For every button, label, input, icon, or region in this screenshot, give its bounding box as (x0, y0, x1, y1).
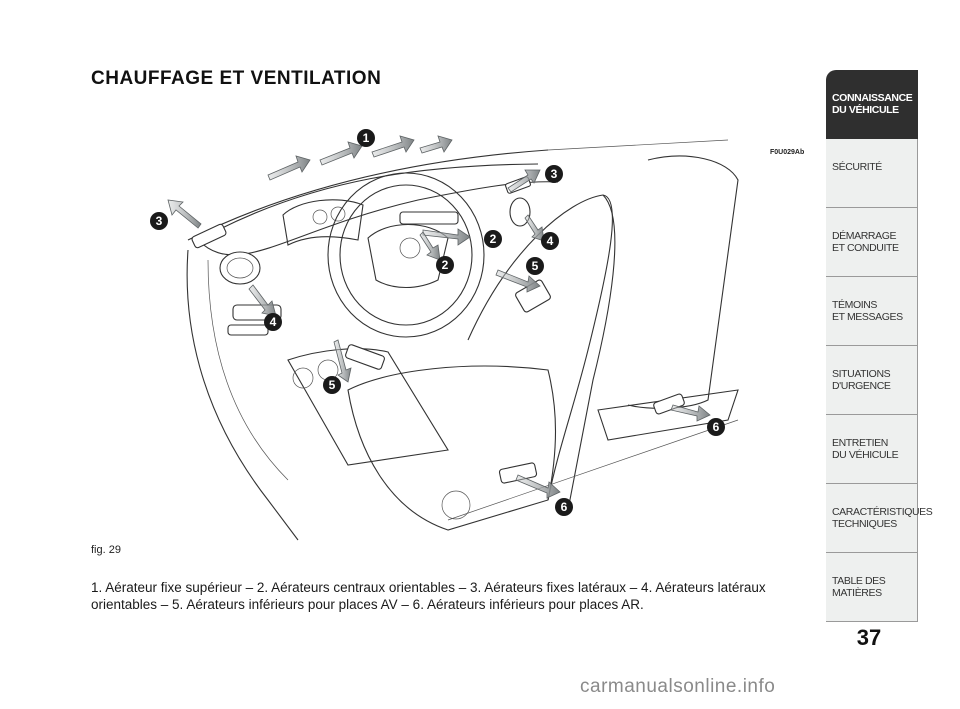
callout-1-top: 1 (357, 129, 375, 147)
callout-4-right: 4 (541, 232, 559, 250)
floor-sill (447, 419, 739, 521)
tab-entretien-du-vehicule[interactable]: ENTRETIEN DU VÉHICULE (826, 415, 918, 484)
seat-back-left (467, 194, 613, 501)
gauge-2 (330, 206, 346, 222)
callout-3-right: 3 (545, 165, 563, 183)
tab-caracteristiques-techniques[interactable]: CARACTÉRISTIQUES TECHNIQUES (826, 484, 933, 553)
svg-text:2: 2 (490, 232, 497, 246)
svg-text:3: 3 (156, 214, 163, 228)
svg-text:4: 4 (547, 234, 554, 248)
rear-seat-back (627, 155, 739, 409)
door-edge (186, 249, 299, 541)
airflow-arrow-central-1 (422, 228, 471, 246)
chapter-sidebar: CONNAISSANCE DU VÉHICULE SÉCURITÉ DÉMARR… (826, 70, 933, 622)
svg-text:2: 2 (442, 258, 449, 272)
airflow-arrow-right-side (524, 214, 545, 242)
dashboard-top (197, 181, 559, 256)
airflow-arrow-rear-floor-left (515, 474, 561, 499)
airflow-arrow-windshield-4 (419, 135, 453, 154)
seat-back-right (567, 194, 616, 511)
airflow-arrow-rear-floor-right (670, 404, 711, 422)
callout-6-left: 6 (555, 498, 573, 516)
gauge-1 (312, 209, 328, 225)
callout-5-left: 5 (323, 376, 341, 394)
airflow-arrow-right-fixed (507, 169, 541, 193)
airflow-arrow-left-fixed (167, 199, 202, 229)
figure-code: F0U029Ab (770, 149, 805, 156)
svg-text:5: 5 (329, 378, 336, 392)
left-fixed-vent (191, 223, 227, 249)
instrument-cluster (282, 199, 364, 246)
tab-demarrage-et-conduite[interactable]: DÉMARRAGE ET CONDUITE (826, 208, 918, 277)
left-round-vent (219, 251, 261, 285)
seat-knob (441, 490, 471, 520)
svg-text:4: 4 (270, 315, 277, 329)
airflow-arrow-front-floor-left (333, 339, 352, 383)
rear-seat-base (597, 389, 739, 441)
svg-text:5: 5 (532, 259, 539, 273)
door-inner (207, 259, 289, 481)
right-round-vent (509, 197, 531, 227)
airflow-arrow-windshield-3 (371, 135, 415, 158)
tab-connaissance-du-vehicule[interactable]: CONNAISSANCE DU VÉHICULE (826, 70, 918, 139)
steering-logo (399, 237, 421, 259)
tab-table-des-matieres[interactable]: TABLE DES MATIÈRES (826, 553, 918, 622)
figure-label: fig. 29 (91, 544, 121, 556)
figure-caption: 1. Aérateur fixe supérieur – 2. Aérateur… (91, 580, 766, 612)
svg-text:6: 6 (713, 420, 720, 434)
left-round-vent-inner (226, 257, 254, 279)
tab-securite[interactable]: SÉCURITÉ (826, 139, 918, 208)
page-number: 37 (856, 625, 882, 650)
callout-3-left: 3 (150, 212, 168, 230)
seat-cushion (347, 365, 557, 531)
airflow-arrow-windshield-2 (319, 141, 363, 166)
car-interior-illustration: 1 2 2 3 3 4 4 5 5 6 6 (150, 129, 739, 541)
left-lower-vent (227, 324, 269, 336)
windshield-top-line (187, 149, 549, 241)
watermark: carmanualsonline.info (580, 676, 776, 697)
svg-text:1: 1 (363, 131, 370, 145)
svg-text:3: 3 (551, 167, 558, 181)
airflow-arrow-front-floor-right (495, 269, 541, 293)
airflow-arrow-central-2 (419, 231, 441, 261)
windshield-inner-line (217, 163, 539, 231)
callout-2-right: 2 (484, 230, 502, 248)
callout-2-left: 2 (436, 256, 454, 274)
pedal-1 (292, 367, 314, 389)
tab-situations-durgence[interactable]: SITUATIONS D'URGENCE (826, 346, 918, 415)
callout-6-right: 6 (707, 418, 725, 436)
floor-pedal-plate (345, 344, 385, 370)
roof-line (547, 139, 729, 151)
svg-text:6: 6 (561, 500, 568, 514)
page-title: CHAUFFAGE ET VENTILATION (91, 68, 382, 89)
tab-temoins-et-messages[interactable]: TÉMOINS ET MESSAGES (826, 277, 918, 346)
callout-5-right: 5 (526, 257, 544, 275)
airflow-arrows (167, 135, 711, 499)
steering-wheel-inner (339, 184, 473, 326)
callout-4-left: 4 (264, 313, 282, 331)
airflow-arrow-windshield-1 (267, 155, 311, 181)
steering-wheel (327, 172, 485, 338)
footwell (287, 348, 449, 466)
central-vent (399, 211, 459, 225)
